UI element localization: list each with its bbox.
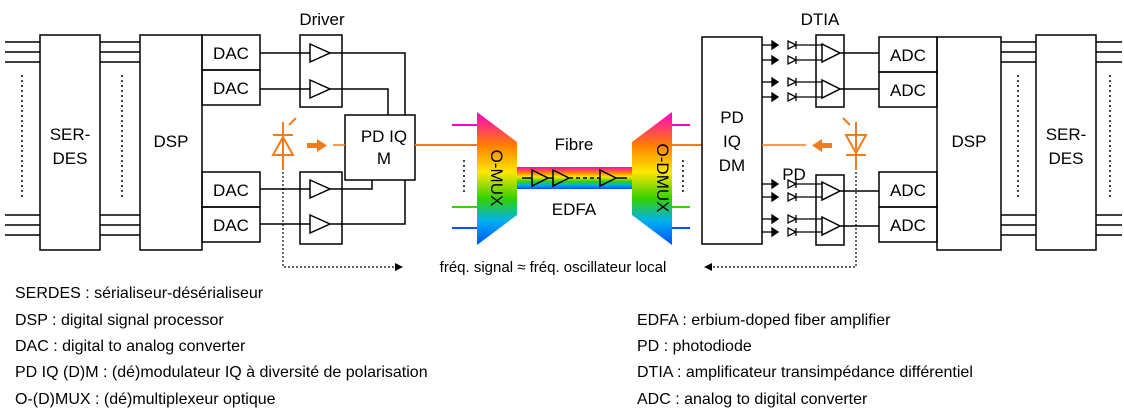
rx-laser-arrow xyxy=(812,139,832,152)
fibre-band xyxy=(517,167,632,189)
rx-photodiodes-bottom xyxy=(762,178,822,238)
legend-left-item: O-(D)MUX : (dé)multiplexeur optique xyxy=(15,391,276,408)
dac-2 xyxy=(201,69,261,106)
lo-arrowhead-right xyxy=(704,263,712,271)
legend-right-item: EDFA : erbium-doped fiber amplifier xyxy=(637,312,891,329)
edfa-label: EDFA xyxy=(552,200,597,219)
dac-3-label: DAC xyxy=(213,181,249,200)
tx-dsp-label: DSP xyxy=(154,132,189,151)
adc-1-label: ADC xyxy=(890,46,926,65)
adc-2-label: ADC xyxy=(890,81,926,100)
driver-top xyxy=(299,34,343,108)
adc-3-label: ADC xyxy=(890,181,926,200)
edfa-amplifiers xyxy=(522,168,627,188)
legend-left: SERDES : sérialiseur-désérialiseur DSP :… xyxy=(15,285,428,408)
rx-dsp-serdes-bus xyxy=(1001,41,1036,236)
adc-4-label: ADC xyxy=(890,216,926,235)
tx-serdes-dsp-bus xyxy=(100,41,140,236)
pdiqdm-label-2: IQ xyxy=(723,132,741,151)
rx-serdes-block xyxy=(1035,34,1097,251)
legend-left-item: DAC : digital to analog converter xyxy=(15,338,246,355)
dac-driver-wires xyxy=(260,52,406,225)
tx-laser-arrow xyxy=(307,139,327,152)
fibre-label: Fibre xyxy=(555,135,594,154)
pd-label: PD xyxy=(782,165,806,184)
tx-laser-icon xyxy=(271,117,297,170)
tx-serdes-label-2: DES xyxy=(53,149,88,168)
legend-right-item: DTIA : amplificateur transimpédance diff… xyxy=(637,364,973,381)
legend-left-item: PD IQ (D)M : (dé)modulateur IQ à diversi… xyxy=(15,364,428,381)
dtia-top xyxy=(815,34,845,108)
lo-frequency-note: fréq. signal ≈ fréq. oscillateur local xyxy=(440,259,667,276)
lo-frequency-arrows xyxy=(282,172,857,268)
pdiqm-label-1: PD IQ xyxy=(361,127,407,146)
driver-label: Driver xyxy=(299,10,345,29)
dac-2-label: DAC xyxy=(213,79,249,98)
tx-serdes-label-1: SER- xyxy=(50,125,91,144)
odmux-outputs xyxy=(672,124,702,229)
pd-iq-demodulator xyxy=(701,36,763,245)
rx-serdes-label-2: DES xyxy=(1049,149,1084,168)
pdiqdm-label-1: PD xyxy=(720,108,744,127)
omux-block xyxy=(477,112,517,245)
odmux-label: O-DMUX xyxy=(653,144,672,213)
pdiqdm-label-3: DM xyxy=(719,156,745,175)
dac-4-label: DAC xyxy=(213,216,249,235)
rx-dsp-label: DSP xyxy=(952,132,987,151)
legend-left-item: SERDES : sérialiseur-désérialiseur xyxy=(15,285,264,302)
rx-output-bus xyxy=(1096,41,1122,236)
tx-input-bus xyxy=(5,41,40,236)
driver-bottom xyxy=(299,171,343,245)
legend-right-item: PD : photodiode xyxy=(637,338,752,355)
pdiqm-label-2: M xyxy=(377,149,391,168)
tx-serdes-block xyxy=(39,34,101,251)
pd-iq-modulator xyxy=(344,114,416,181)
legend-right-item: ADC : analog to digital converter xyxy=(637,391,868,408)
dtia-bottom xyxy=(815,174,845,246)
rx-photodiodes-top xyxy=(762,39,822,103)
dtia-adc-wires xyxy=(840,52,879,227)
lo-arrowhead-left xyxy=(395,263,403,271)
legend-right: EDFA : erbium-doped fiber amplifier PD :… xyxy=(637,312,973,408)
legend-left-item: DSP : digital signal processor xyxy=(15,312,224,329)
dac-1-label: DAC xyxy=(213,44,249,63)
odmux-block xyxy=(632,112,672,245)
dtia-label: DTIA xyxy=(801,10,840,29)
tx-dsp-block xyxy=(139,34,203,251)
rx-dsp-block xyxy=(936,36,1002,251)
rx-serdes-label-1: SER- xyxy=(1046,125,1087,144)
omux-label: O-MUX xyxy=(487,150,506,207)
rx-laser-icon xyxy=(842,117,868,170)
